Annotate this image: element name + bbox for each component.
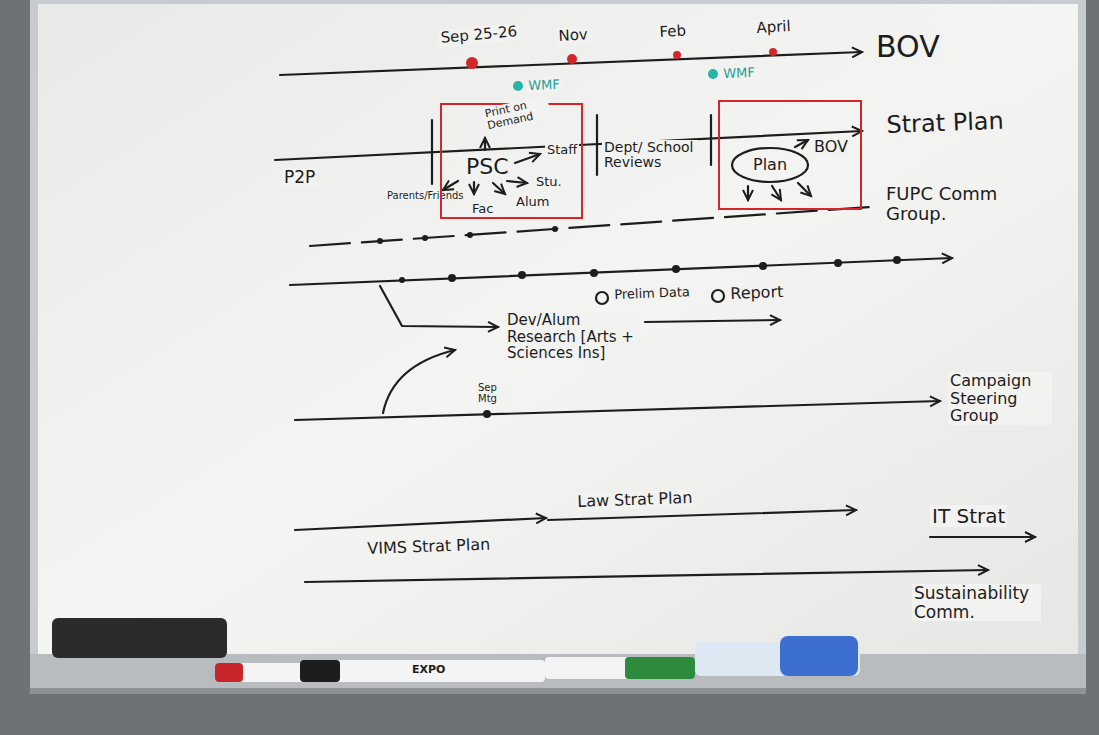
green-marker-cap [625,657,695,679]
phase-box: BOV Plan [718,100,862,210]
handwritten-label: Law Strat Plan [575,489,695,511]
meeting-dot [893,256,901,264]
handwritten-label: Prelim Data [612,285,692,302]
timeline [305,570,988,582]
black-marker-cap [300,660,340,682]
timeline [930,536,1035,538]
arrow [507,181,527,183]
tray-edge [30,688,1086,694]
phase-bar [710,115,712,165]
meeting-dot [590,269,598,277]
node-text: Plan [751,156,789,174]
node-text: Alum [514,195,551,209]
meeting-dot [448,274,456,282]
arrow [473,182,475,194]
red-marker [215,663,307,682]
arrow [484,138,486,150]
meeting-dot [759,262,767,270]
handwritten-label: IT Strat [930,505,1007,527]
meeting-dot [834,259,842,267]
node-text: Fac [470,202,495,216]
meeting-dot [467,232,473,238]
circled-node: Plan [730,146,810,184]
meeting-dot [483,410,491,418]
milestone-circle [712,290,724,302]
timeline [295,401,940,420]
handwritten-label: Dev/Alum Research [Arts + Sciences Ins] [505,312,641,362]
meeting-dot [422,235,428,241]
arrow [493,183,505,194]
arrow [772,186,781,200]
node-text: Staff [545,143,579,157]
handwritten-label: Strat Plan [884,108,1006,139]
handwritten-label: Feb [657,22,688,40]
arrow [798,183,811,196]
handwritten-label: Sep Mtg [476,382,510,404]
handwritten-label: BOV [874,30,942,63]
node-text: Stu. [534,175,564,189]
handwritten-label: April [754,18,793,36]
node-text: BOV [812,138,850,156]
phase-box: Print on DemandPSCStaffStu.AlumFac [440,103,583,219]
milestone-circle [596,292,608,304]
board-surface [38,4,1078,654]
handwritten-label: WMF [526,78,562,94]
marker-tray [30,654,1086,694]
wmf-dot [513,81,523,91]
handwritten-label: Sustainability Comm. [912,584,1041,621]
arrow [747,186,749,200]
meeting-dot [672,265,680,273]
branch-arrow [380,286,498,327]
eraser [52,618,227,658]
curved-arrow [383,350,455,413]
phase-bar [596,115,598,175]
meeting-dot [399,277,405,283]
handwritten-label: P2P [282,168,317,187]
handwritten-label: Campaign Steering Group [948,372,1052,425]
timeline [290,258,952,285]
brand-text: EXPO [410,664,447,676]
red-marker-cap [215,663,243,682]
arrow [443,181,458,190]
handwritten-label: Parents/Friends [385,190,437,201]
green-marker [545,657,695,679]
meeting-dot [552,226,558,232]
handwritten-label: Dept/ School Reviews [602,140,698,171]
wmf-dot [708,69,718,79]
date-dot [673,51,681,59]
board-frame [30,0,1086,668]
arrow [515,154,540,163]
arrow [645,320,780,322]
handwritten-label: Nov [556,26,590,44]
handwritten-label: FUPC Comm Group. [884,184,1006,224]
timeline [295,518,546,530]
black-marker [300,660,545,682]
date-dot [769,48,777,56]
meeting-dot [377,238,383,244]
meeting-dot [518,271,526,279]
timeline [310,207,870,246]
date-dot [466,57,478,69]
handwritten-label: Report [728,283,786,303]
phase-bar [431,120,433,184]
ellipse-outline [732,148,808,182]
node-text: PSC [464,155,511,179]
timeline [548,510,856,520]
date-dot [567,54,577,64]
arrow [795,140,808,147]
handwritten-label: WMF [721,66,757,82]
spray-bottle-cap [780,636,858,676]
